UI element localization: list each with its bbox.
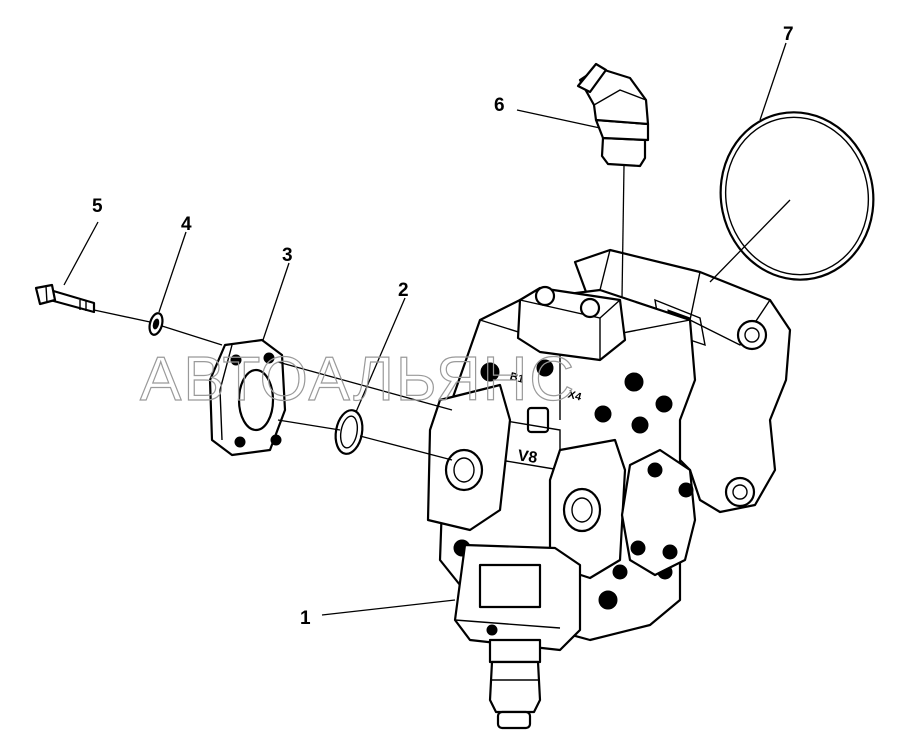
part-1-pump-assembly bbox=[426, 248, 792, 730]
port-marking-b1: B1 bbox=[509, 371, 526, 386]
callout-3: 3 bbox=[282, 245, 293, 266]
assembly-centerlines bbox=[93, 165, 625, 461]
leader-lines bbox=[63, 42, 791, 616]
callout-1: 1 bbox=[300, 608, 311, 629]
callout-2: 2 bbox=[398, 280, 409, 301]
watermark-text: АВТОАЛЬЯНС bbox=[140, 345, 576, 414]
part-5-bolt bbox=[34, 283, 96, 314]
part-6-elbow-fitting bbox=[576, 62, 650, 168]
part-7-large-o-ring bbox=[719, 111, 875, 281]
part-3-flange bbox=[208, 338, 287, 457]
port-marking-x4: X4 bbox=[567, 389, 584, 404]
part-4-washer bbox=[148, 312, 164, 336]
part-2-small-o-ring bbox=[334, 409, 364, 455]
body-marking: V8 bbox=[517, 447, 539, 467]
callout-5: 5 bbox=[92, 196, 103, 217]
callout-4: 4 bbox=[181, 214, 192, 235]
callout-6: 6 bbox=[494, 95, 505, 116]
callout-7: 7 bbox=[783, 24, 794, 45]
